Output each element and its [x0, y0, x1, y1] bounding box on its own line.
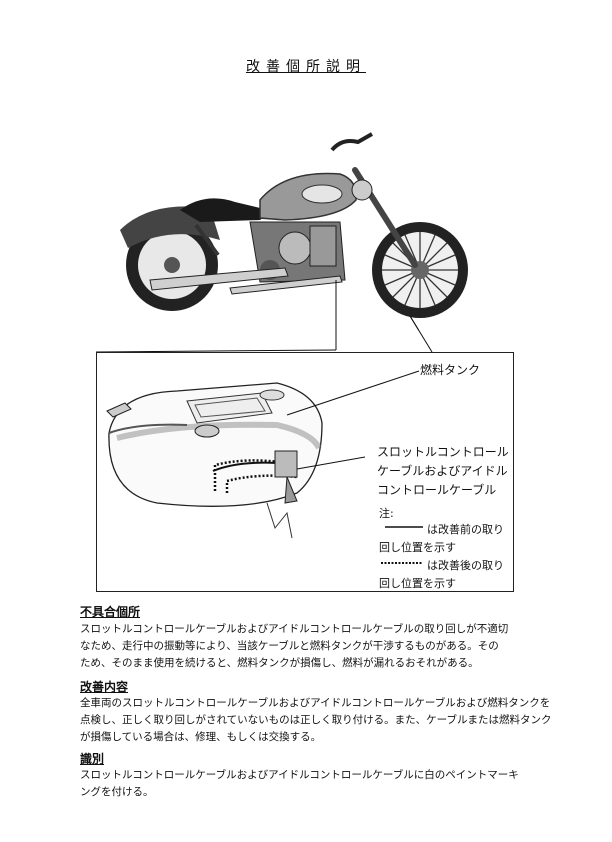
defect-line: スロットルコントロールケーブルおよびアイドルコントロールケーブルの取り回しが不適… [80, 623, 509, 635]
legend-solid-text-2: 回し位置を示す [379, 541, 456, 554]
rear-shock [194, 223, 220, 257]
remedy-heading: 改善内容 [80, 680, 129, 694]
legend-solid-text: は改善前の取り [427, 523, 504, 536]
legend-dotted-text-2: 回し位置を示す [379, 577, 456, 590]
legend-dotted-text: は改善後の取り [427, 559, 504, 572]
fuel-tank-detail-illustration [106, 370, 423, 564]
defect-line: ため、そのまま使用を続けると、燃料タンクが損傷し、燃料が漏れるおそれがある。 [80, 657, 479, 669]
defect-heading: 不具合個所 [80, 605, 141, 619]
front-wheel [372, 222, 468, 318]
identification-line: スロットルコントロールケーブルおよびアイドルコントロールケーブルに白のペイントマ… [80, 769, 519, 781]
note-label: 注: [379, 507, 394, 520]
cable-label-line-3: コントロールケーブル [377, 483, 497, 497]
remedy-line: 点検し、正しく取り回しがされていないものは正しく取り付ける。また、ケーブルまたは… [80, 714, 552, 726]
headlight [351, 179, 373, 201]
handlebar [330, 132, 373, 152]
page-title: 改善個所説明 [246, 59, 366, 75]
defect-body: スロットルコントロールケーブルおよびアイドルコントロールケーブルの取り回しが不適… [80, 621, 550, 672]
defect-line: なため、走行中の振動等により、当該ケーブルと燃料タンクが干渉するものがある。その [80, 640, 499, 652]
detail-diagram-box: 燃料タンク スロットルコントロール ケーブルおよびアイドル コントロールケーブル… [96, 352, 514, 592]
remedy-line: 全車両のスロットルコントロールケーブルおよびアイドルコントロールケーブルおよび燃… [80, 697, 551, 709]
identification-line: ングを付ける。 [80, 786, 154, 798]
seat [180, 198, 265, 222]
cable-label-line-2: ケーブルおよびアイドル [377, 464, 508, 478]
identification-body: スロットルコントロールケーブルおよびアイドルコントロールケーブルに白のペイントマ… [80, 767, 550, 801]
engine [249, 221, 346, 283]
tank-label: 燃料タンク [420, 363, 481, 377]
identification-heading: 識別 [80, 752, 105, 766]
exhaust-pipe [149, 267, 289, 291]
motorcycle-illustration [120, 132, 468, 330]
cable-label-line-1: スロットルコントロール [377, 445, 509, 459]
remedy-line: が損傷している場合は、修理、もしくは交換する。 [80, 731, 322, 743]
remedy-body: 全車両のスロットルコントロールケーブルおよびアイドルコントロールケーブルおよび燃… [80, 695, 552, 746]
